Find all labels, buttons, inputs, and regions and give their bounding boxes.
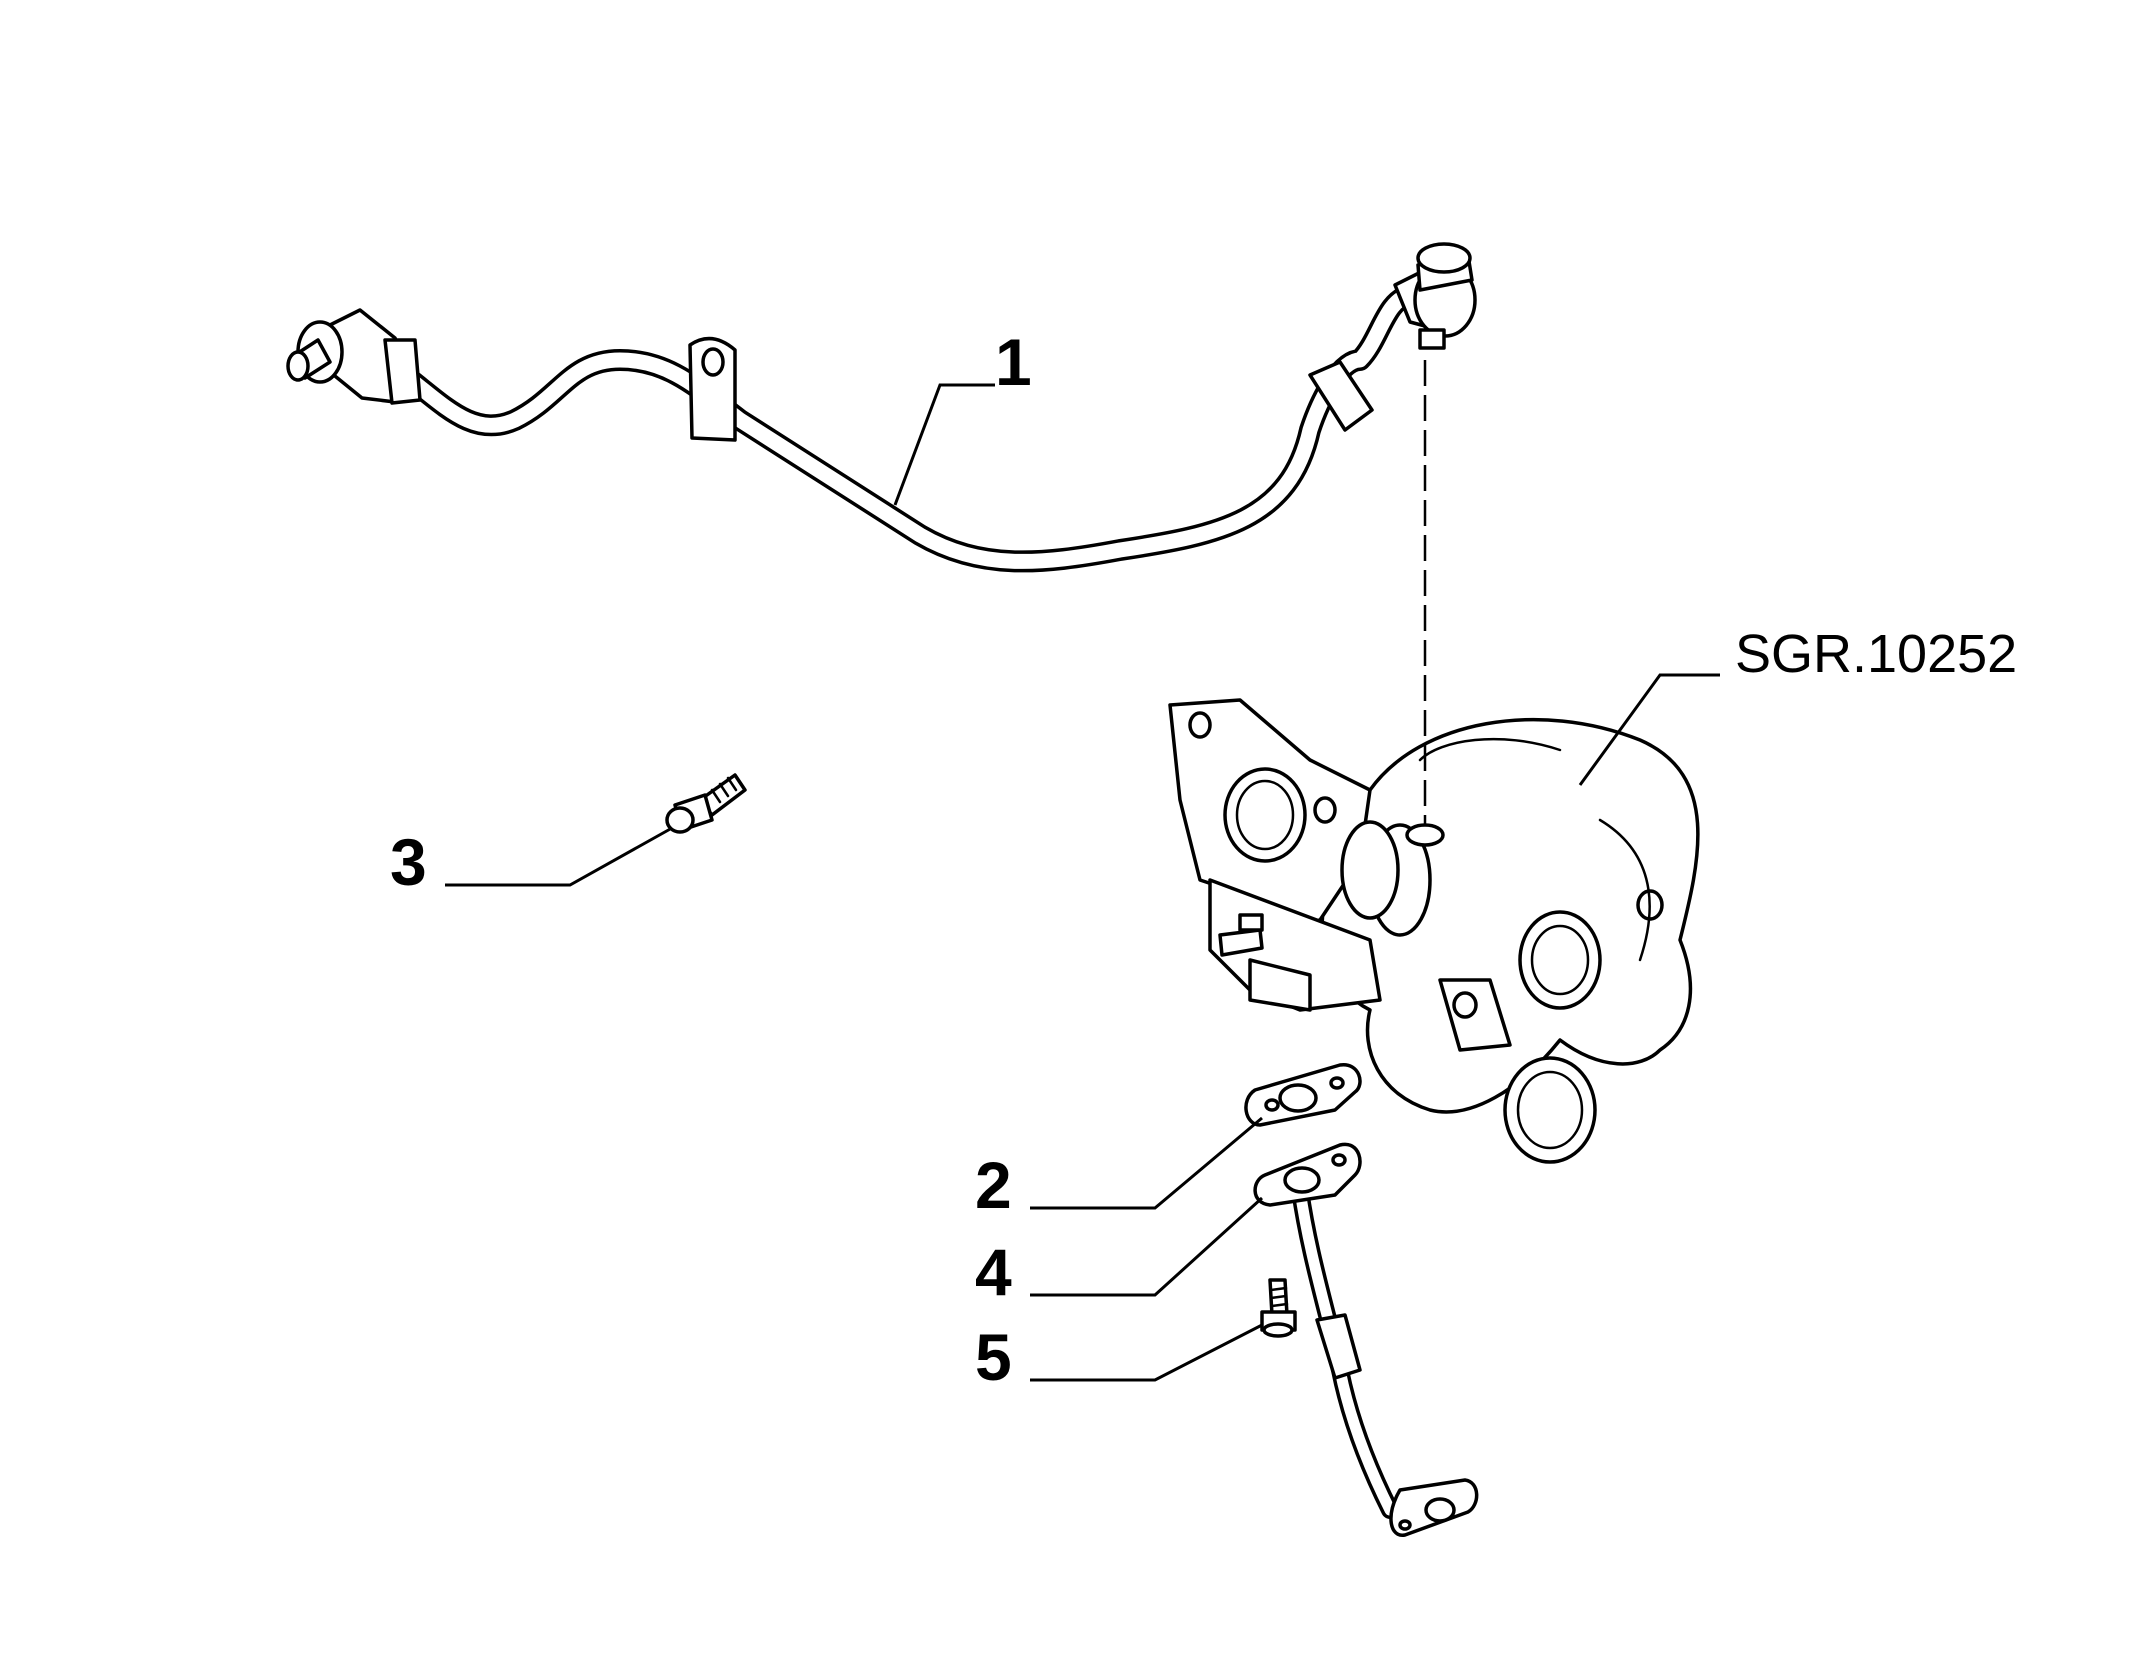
gasket-2[interactable] (1244, 1063, 1362, 1127)
oil-feed-pipe[interactable] (286, 242, 1477, 573)
callout-5: 5 (975, 1320, 1012, 1394)
bolt-5[interactable] (1260, 1278, 1297, 1338)
callout-3: 3 (390, 825, 427, 899)
leader-3 (445, 826, 673, 887)
turbocharger[interactable] (1168, 698, 1700, 1164)
callout-reference-sgr: SGR.10252 (1735, 624, 2017, 684)
oil-return-pipe[interactable] (1253, 1142, 1479, 1537)
callout-2: 2 (975, 1148, 1012, 1222)
leader-5 (1030, 1323, 1263, 1382)
bolt-3[interactable] (665, 773, 747, 834)
leader-ref (1578, 673, 1720, 786)
leader-2 (1030, 1116, 1263, 1210)
callout-1: 1 (995, 325, 1032, 399)
callout-4: 4 (975, 1235, 1012, 1309)
leader-lines (445, 383, 1720, 1382)
leader-1 (893, 383, 995, 506)
leader-4 (1030, 1196, 1264, 1297)
